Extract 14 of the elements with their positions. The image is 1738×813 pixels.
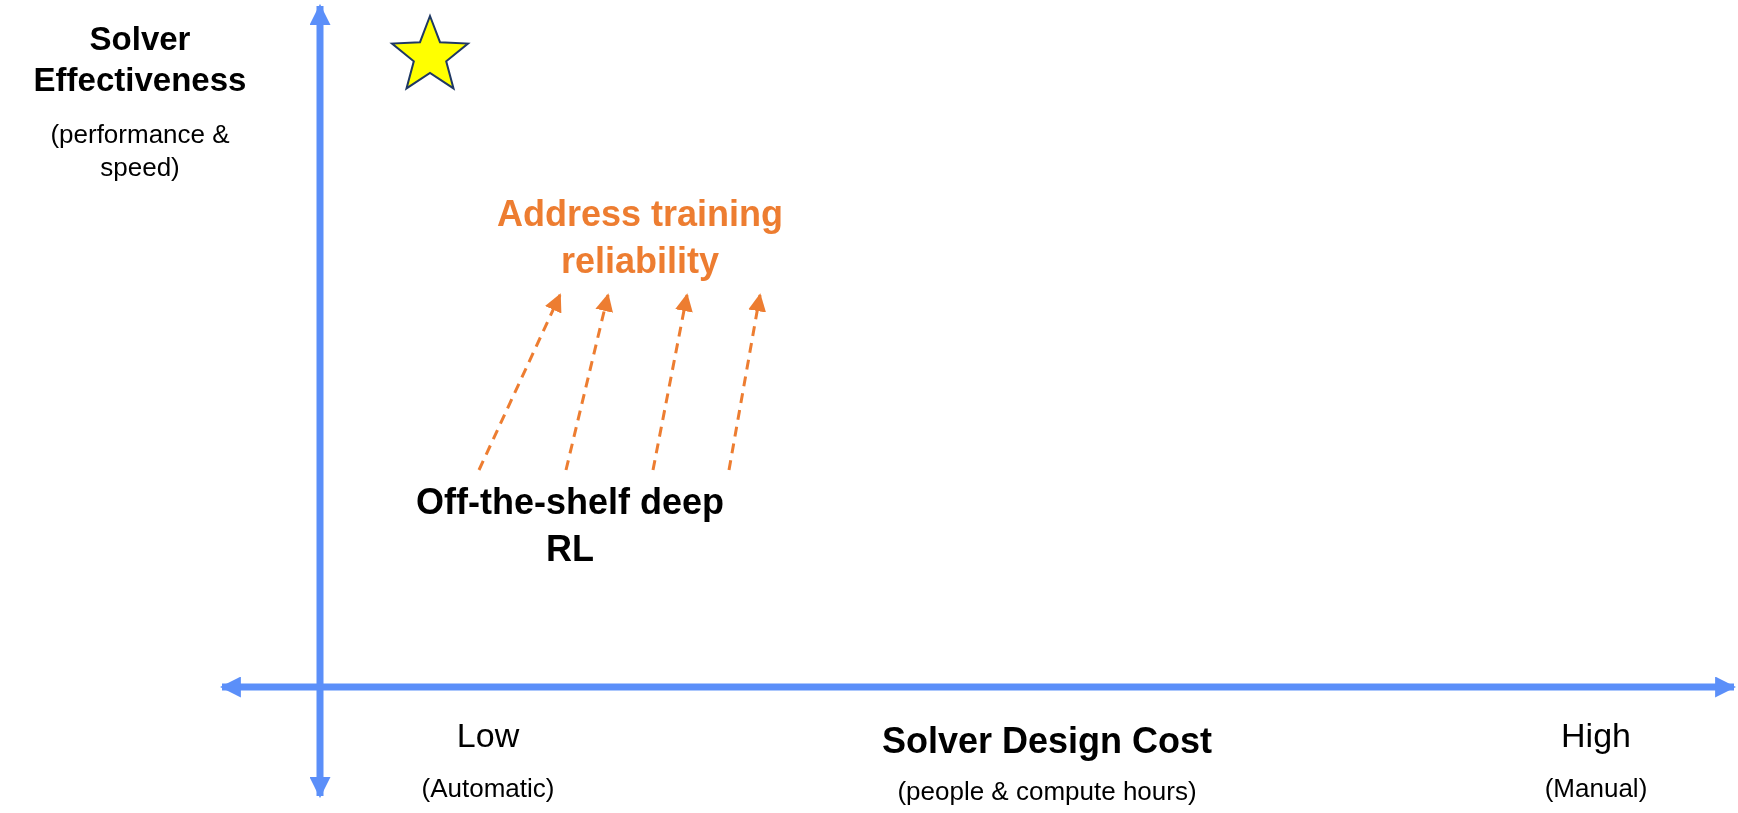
tick-label: Low [456,716,520,754]
axis-title: Solver Design Cost [881,720,1213,761]
arrow [727,293,767,471]
axis-title: Solver Effectiveness [33,20,247,99]
axis-subtitle: (people & compute hours) [897,776,1197,806]
tick-label: High [1561,716,1631,754]
tick-note: (Automatic) [421,773,555,803]
arrow [564,293,613,471]
annotation-text: Address training reliability [495,191,785,283]
axis-subtitle: (performance & speed) [50,119,230,182]
annotation-text: Off-the-shelf deep RL [415,480,725,571]
arrow [477,293,562,471]
arrow [651,293,693,471]
tick-note: (Manual) [1544,773,1648,803]
